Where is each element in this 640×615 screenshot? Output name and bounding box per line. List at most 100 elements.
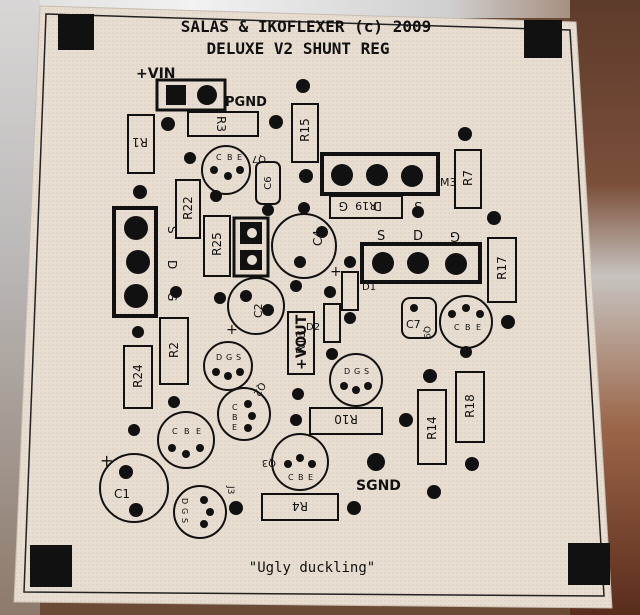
- m3-pin-g: G: [339, 199, 348, 213]
- q2-pin-e: E: [232, 423, 237, 432]
- jfet-right-pin-s: S: [364, 367, 369, 376]
- pad: [247, 228, 257, 238]
- r10-label: R10: [334, 412, 358, 426]
- pad: [352, 386, 360, 394]
- pad: [224, 172, 232, 180]
- pad: [487, 211, 501, 225]
- r4-label: R4: [292, 499, 308, 513]
- pad: [229, 501, 243, 515]
- jfet-left-pin-g: G: [226, 353, 232, 362]
- r2-resistor: [159, 317, 189, 385]
- pad: [399, 413, 413, 427]
- pad: [290, 280, 302, 292]
- q7-transistor: [201, 145, 251, 195]
- r14-resistor: [417, 389, 447, 465]
- corner-mark: [568, 543, 610, 585]
- m3-label: M3: [440, 176, 457, 189]
- vin-connector: [155, 78, 227, 112]
- pad: [119, 465, 133, 479]
- vin-pad: [197, 85, 217, 105]
- r10-resistor: [309, 407, 383, 435]
- j3-pin-s: S: [165, 226, 179, 234]
- pad: [126, 250, 150, 274]
- pad: [128, 424, 140, 436]
- jfet-left-pin-s: S: [236, 353, 241, 362]
- r18-label: R18: [463, 394, 477, 418]
- pad: [344, 256, 356, 268]
- pad: [244, 424, 252, 432]
- d1-diode: [341, 271, 359, 311]
- c1-plus: +: [100, 451, 113, 470]
- pad: [298, 202, 310, 214]
- board-outline: [23, 13, 605, 597]
- q7-label: Q7: [252, 153, 266, 164]
- r1-resistor: [127, 114, 155, 174]
- r17-label: R17: [495, 256, 509, 280]
- pad: [401, 165, 423, 187]
- r7-resistor: [454, 149, 482, 209]
- corner-mark: [58, 14, 94, 50]
- q9-pin-e: E: [476, 323, 481, 332]
- q3-pin-b: B: [298, 473, 304, 482]
- pad: [161, 117, 175, 131]
- pcb-board: [13, 5, 613, 609]
- pad: [224, 372, 232, 380]
- r19-label: R19: [355, 199, 377, 212]
- pad: [465, 457, 479, 471]
- corner-mark: [524, 20, 562, 58]
- r4-resistor: [261, 493, 339, 521]
- pad: [210, 190, 222, 202]
- pad: [296, 79, 310, 93]
- d2-diode: [323, 303, 341, 343]
- pad: [210, 166, 218, 174]
- pad: [458, 127, 472, 141]
- j3-pin-d: D: [165, 260, 179, 269]
- jfet-bottom-pin-s: S: [180, 518, 189, 523]
- c2-capacitor: [227, 277, 285, 335]
- pad: [284, 460, 292, 468]
- q3-transistor: [271, 433, 329, 491]
- r22-label: R22: [181, 196, 195, 220]
- pad: [244, 400, 252, 408]
- jfet-left-pin-d: D: [216, 353, 222, 362]
- c4-label: C4: [311, 230, 325, 246]
- r13-label: R13: [294, 330, 308, 354]
- pad: [448, 310, 456, 318]
- pad: [407, 252, 429, 274]
- pad: [427, 485, 441, 499]
- c6-label: C6: [263, 176, 274, 189]
- c4-capacitor: [271, 213, 337, 279]
- pad: [200, 496, 208, 504]
- r18-resistor: [455, 371, 485, 443]
- board-title-line2: DELUXE V2 SHUNT REG: [206, 39, 389, 58]
- r25-resistor: [203, 215, 231, 277]
- pad: [206, 508, 214, 516]
- pad: [247, 255, 257, 265]
- pad: [269, 115, 283, 129]
- q2-pin-b: B: [232, 413, 238, 422]
- pad: [340, 382, 348, 390]
- pad: [296, 454, 304, 462]
- pad: [262, 204, 274, 216]
- r2-label: R2: [167, 342, 181, 358]
- pad: [200, 520, 208, 528]
- q9-pin-c: C: [454, 323, 460, 332]
- d1-label: D1: [362, 282, 376, 293]
- m3-pin-d: D: [373, 199, 382, 213]
- pad: [170, 286, 182, 298]
- pad: [168, 444, 176, 452]
- pad: [290, 414, 302, 426]
- corner-mark: [30, 545, 72, 587]
- jfet-bottom-pin-g: G: [180, 508, 189, 514]
- pad: [294, 256, 306, 268]
- transistor-left-pin-b: B: [184, 427, 190, 436]
- pad: [124, 216, 148, 240]
- j4-pin-g: G: [450, 228, 460, 243]
- pad: [460, 346, 472, 358]
- transistor-left-pin-e: E: [196, 427, 201, 436]
- vin-label: +VIN: [136, 66, 176, 82]
- board-caption: "Ugly duckling": [249, 560, 375, 576]
- r22-resistor: [175, 179, 201, 239]
- pad: [326, 348, 338, 360]
